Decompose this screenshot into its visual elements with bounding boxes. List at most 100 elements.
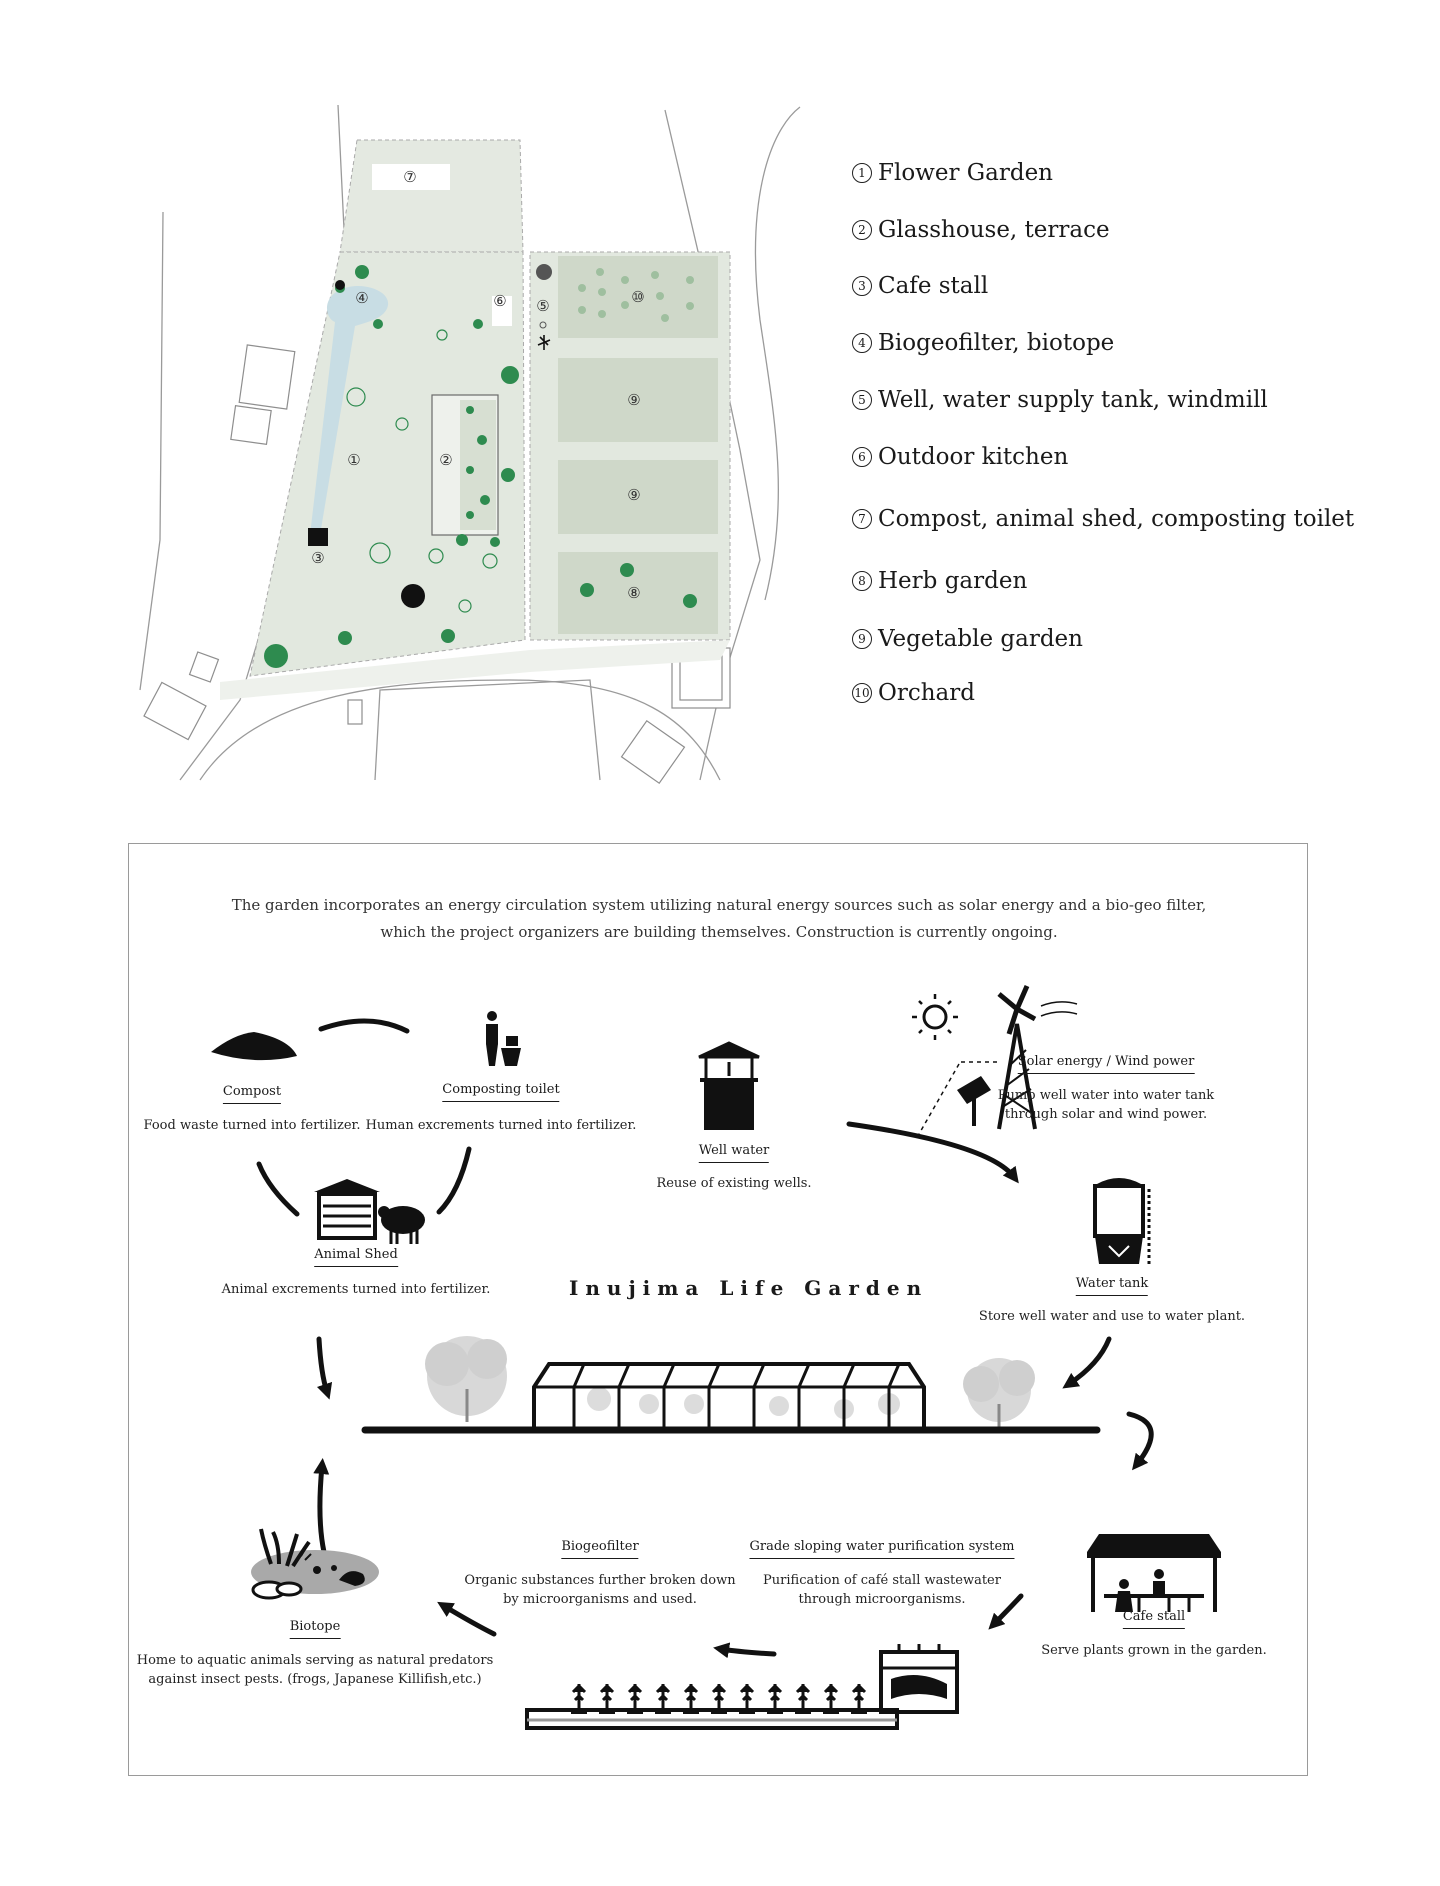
zone-number-3: ③ [311,549,324,567]
arrow-biotope-garden [313,1458,330,1555]
grade-system-desc-2: through microorganisms. [798,1592,966,1607]
legend-label: Glasshouse, terrace [878,217,1110,243]
legend-item: 3 Cafe stall [852,273,988,299]
zone-number-2: ② [439,451,452,469]
outdoor-kitchen-mark [492,296,512,326]
windmill-mark [537,335,551,350]
solar-panel-icon [918,1061,1001,1135]
cycle-diagram [211,985,1221,1730]
arrow-biogeo-biotope [437,1601,497,1637]
legend-label: Flower Garden [878,160,1053,186]
biogeofilter-desc-2: by microorganisms and used. [503,1592,697,1607]
compost-title: Compost [222,1084,282,1104]
arrow-well-tank [846,1121,1019,1184]
arrow-cafe-grade [988,1593,1024,1630]
compost-icon [211,1032,297,1061]
tank-mark [539,321,547,329]
legend-number: 9 [852,629,872,649]
biotope-desc-2: against insect pests. (frogs, Japanese K… [148,1672,482,1687]
animal-shed-icon [314,1179,425,1244]
composting-toilet-title: Composting toilet [442,1082,560,1102]
cycle-arrows [256,1018,1154,1659]
legend-item: 1 Flower Garden [852,160,1053,186]
biotope-desc-1: Home to aquatic animals serving as natur… [136,1653,494,1668]
legend-label: Vegetable garden [878,626,1083,652]
legend-number: 8 [852,571,872,591]
zone-number-8: ⑧ [627,584,640,602]
trees [264,265,697,668]
legend-number: 4 [852,333,872,353]
biogeofilter-bed-icon [525,1683,899,1730]
cafe-stall-desc: Serve plants grown in the garden. [1041,1643,1267,1658]
legend-item: 6 Outdoor kitchen [852,444,1068,470]
legend-item: 4 Biogeofilter, biotope [852,330,1114,356]
arrow-toilet-shed [436,1146,472,1215]
legend-number: 6 [852,447,872,467]
biotope-icon [251,1528,379,1600]
animal-shed-desc: Animal excrements turned into fertilizer… [221,1282,491,1297]
road-band [220,640,730,700]
legend-label: Orchard [878,680,975,706]
well-water-desc: Reuse of existing wells. [656,1176,812,1191]
cafe-stall-icon [1087,1534,1221,1612]
intro-line-1: The garden incorporates an energy circul… [231,896,1207,914]
legend-item: 2 Glasshouse, terrace [852,217,1110,243]
well-icon [698,1041,760,1130]
site-plan-map: ① ② ③ ④ ⑤ ⑥ ⑦ ⑧ ⑨ ⑨ ⑩ [139,104,801,785]
composting-toilet-icon [486,1011,521,1066]
solar-wind-desc-1: Pump well water into water tank [997,1088,1215,1103]
biogeofilter-title: Biogeofilter [561,1539,639,1559]
legend-number: 7 [852,509,872,529]
cafe-stall-mark [308,528,328,546]
purification-tank-icon [879,1644,959,1714]
arrow-compost-toilet [318,1018,410,1034]
legend-label: Biogeofilter, biotope [878,330,1115,356]
legend-number: 1 [852,163,872,183]
legend-label: Compost, animal shed, composting toilet [878,506,1355,532]
zone-numbers: ① ② ③ ④ ⑤ ⑥ ⑦ ⑧ ⑨ ⑨ ⑩ [311,168,644,602]
grade-system-desc-1: Purification of café stall wastewater [763,1573,1001,1588]
zone-number-1: ① [347,451,360,469]
arrow-shed-compost [256,1161,300,1217]
legend-label: Herb garden [878,568,1028,594]
legend-item: 10 Orchard [852,680,975,706]
tree-right-icon [963,1358,1035,1428]
legend-label: Well, water supply tank, windmill [878,387,1268,413]
water-tank-title: Water tank [1075,1276,1149,1296]
garden-title: Inujima Life Garden [569,1276,929,1300]
zone-number-9a: ⑨ [627,391,640,409]
zone-number-10: ⑩ [631,288,644,306]
legend-label: Outdoor kitchen [878,444,1069,470]
arrow-shed-garden [316,1336,333,1400]
grade-system-title: Grade sloping water purification system [749,1539,1015,1559]
legend-number: 3 [852,276,872,296]
zone-number-9b: ⑨ [627,486,640,504]
water-tank-desc: Store well water and use to water plant. [978,1309,1246,1324]
legend-item: 7 Compost, animal shed, composting toilet [852,506,1354,532]
solar-wind-desc-2: through solar and wind power. [1004,1107,1208,1122]
legend-label: Cafe stall [878,273,989,299]
legend-number: 10 [852,683,872,703]
legend-item: 9 Vegetable garden [852,626,1083,652]
biotope-water [310,285,389,535]
road-lines [139,104,801,781]
zone-flower-garden [249,251,526,677]
legend-number: 2 [852,220,872,240]
tree-left-icon [425,1336,507,1422]
biogeofilter-desc-1: Organic substances further broken down [464,1573,736,1588]
glasshouse-icon [532,1362,926,1429]
zone-number-5: ⑤ [536,297,549,315]
arrow-tank-garden [1062,1336,1112,1389]
zone-compost [339,139,524,253]
legend-item: 8 Herb garden [852,568,1027,594]
zone-number-6: ⑥ [493,292,506,310]
arrow-garden-cafe [1126,1411,1154,1471]
water-tank-icon [1093,1178,1151,1264]
biotope-title: Biotope [289,1619,341,1639]
cafe-stall-title: Cafe stall [1122,1609,1186,1629]
cycle-panel: The garden incorporates an energy circul… [128,843,1308,1776]
compost-desc: Food waste turned into fertilizer. [143,1118,361,1133]
zone-number-4: ④ [355,289,368,307]
